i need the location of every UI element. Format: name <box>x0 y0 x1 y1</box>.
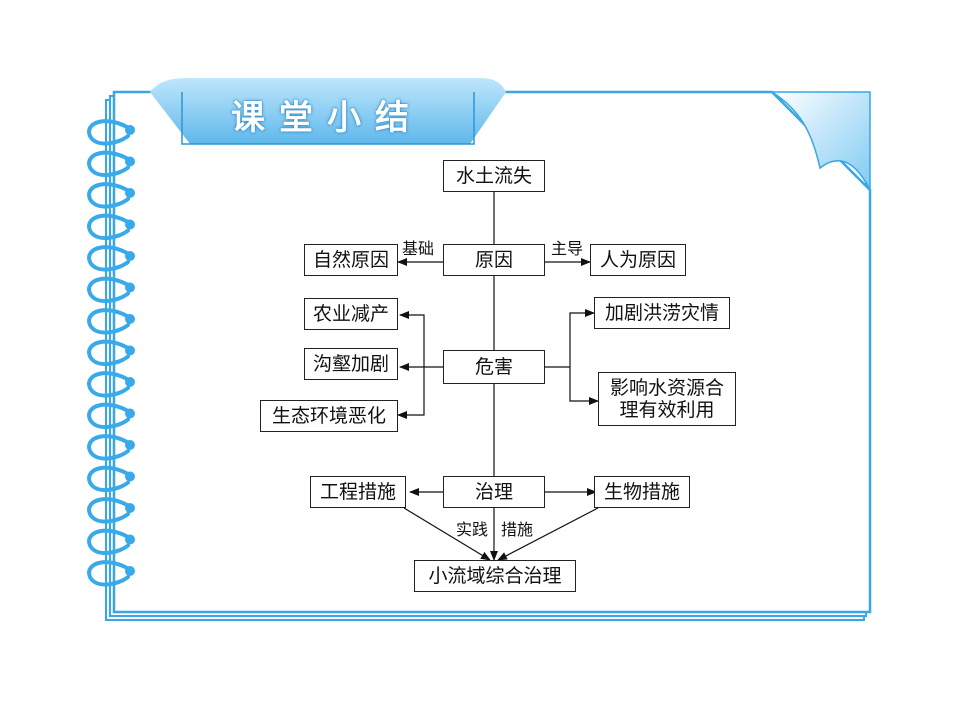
binding-hole-icon <box>125 125 135 135</box>
binding-ring-icon <box>87 182 134 209</box>
arrow-to-water <box>569 367 599 405</box>
binding-hole-icon <box>125 251 135 261</box>
binding-ring-icon <box>87 150 134 177</box>
binding-hole-icon <box>125 408 135 419</box>
arrow-biological-to-bottom <box>497 507 599 561</box>
arrow-to-yield <box>399 311 425 367</box>
binding-hole-icon <box>125 377 135 387</box>
label-practice: 实践 <box>456 520 489 539</box>
box-human-cause: 人为原因 <box>590 244 686 276</box>
binding-hole-icon <box>125 534 135 545</box>
page-curl-icon <box>769 91 871 191</box>
binding-ring-icon <box>87 434 134 461</box>
binding-hole-icon <box>125 219 135 230</box>
label-dominant: 主导 <box>551 239 584 258</box>
binding-hole-icon <box>125 566 135 576</box>
binding-ring-icon <box>87 308 134 335</box>
binding-hole-icon <box>125 156 135 167</box>
label-measures: 措施 <box>501 520 534 539</box>
binding-hole-icon <box>125 188 135 198</box>
spiral-binding <box>87 119 135 587</box>
box-harm: 危害 <box>443 350 545 384</box>
binding-hole-icon <box>125 503 135 513</box>
binding-hole-icon <box>125 314 135 324</box>
box-small-watershed: 小流域综合治理 <box>414 560 576 592</box>
box-governance: 治理 <box>443 476 545 508</box>
box-eco-deterioration: 生态环境恶化 <box>260 400 398 432</box>
binding-ring-icon <box>87 339 134 366</box>
binding-ring-icon <box>87 497 134 524</box>
arrow-to-eco <box>397 367 425 419</box>
binding-hole-icon <box>125 440 135 450</box>
arrow-engineering-to-bottom <box>403 507 491 561</box>
box-water-resource: 影响水资源合理有效利用 <box>598 372 736 426</box>
binding-ring-icon <box>87 213 134 240</box>
box-cause: 原因 <box>443 244 545 276</box>
binding-hole-icon <box>125 471 135 482</box>
binding-ring-icon <box>87 245 134 272</box>
box-biological: 生物措施 <box>594 476 690 508</box>
binding-ring-icon <box>87 371 134 398</box>
box-soil-erosion: 水土流失 <box>443 160 545 192</box>
binding-ring-icon <box>87 465 134 492</box>
box-flood: 加剧洪涝灾情 <box>594 297 730 329</box>
box-natural-cause: 自然原因 <box>304 244 398 276</box>
binding-ring-icon <box>87 119 134 146</box>
box-gully-intensify: 沟壑加剧 <box>304 348 398 380</box>
binding-hole-icon <box>125 345 135 356</box>
binding-ring-icon <box>87 560 134 587</box>
page-title: 课堂小结 <box>231 98 423 138</box>
label-basis: 基础 <box>402 239 435 258</box>
arrow-to-flood <box>569 309 595 367</box>
box-yield-reduction: 农业减产 <box>304 298 398 330</box>
binding-hole-icon <box>125 282 135 293</box>
binding-ring-icon <box>87 402 134 429</box>
binding-ring-icon <box>87 528 134 555</box>
box-engineering: 工程措施 <box>310 476 406 508</box>
binding-ring-icon <box>87 276 134 303</box>
title-tab <box>150 78 506 144</box>
